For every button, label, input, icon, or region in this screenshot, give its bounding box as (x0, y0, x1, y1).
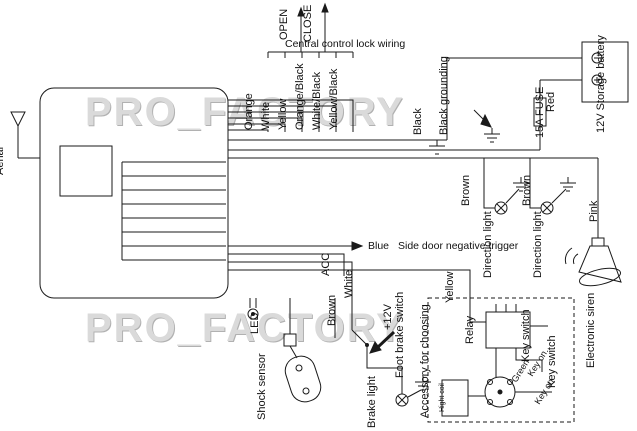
label-side-door-text: Side door negative trigger (398, 240, 519, 252)
label-black-grounding: Black grounding (438, 56, 450, 135)
ignition-switch-icon (484, 376, 552, 408)
label-central-lock: Central control lock wiring (285, 38, 406, 50)
label-wire-orange: Orange (243, 93, 255, 130)
power-wires (228, 57, 598, 159)
label-aerial: Aerial (0, 146, 6, 175)
label-direction-light-right: Direction light (532, 211, 544, 278)
battery-symbol (581, 41, 629, 103)
direction-light-left-icon (483, 158, 520, 215)
label-relay: Relay (464, 315, 476, 344)
brake-light-icon (395, 389, 422, 407)
label-close: CLOSE (302, 4, 314, 42)
label-side-door-color: Blue (368, 240, 390, 252)
main-unit-outline (39, 87, 229, 299)
label-wire-yellow: Yellow (277, 98, 289, 130)
label-hight-coil: Hight coil (439, 383, 446, 412)
label-wire-yellow-black: Yellow/Black (328, 68, 340, 130)
label-shock-sensor: Shock sensor (256, 353, 268, 420)
fuse-symbol (533, 97, 547, 127)
plus12v-arrow-icon (369, 330, 396, 354)
relay-icon (485, 304, 548, 377)
label-plus-12v: +12V (382, 304, 394, 330)
antenna-icon (10, 111, 40, 159)
direction-light-right-icon (529, 158, 567, 215)
label-wire-white-acc: White (343, 269, 355, 298)
label-wire-red: Red (545, 91, 557, 112)
label-wire-yellow-accessory: Yellow (444, 271, 456, 303)
label-wire-white-black: White/Black (311, 71, 323, 130)
label-battery: 12V Storage battery (595, 35, 607, 133)
acc-white-yellow-brown-wires (228, 253, 486, 338)
watermark-bottom: PRO_FACTORY (85, 306, 405, 350)
label-wire-brown-bottom: Brown (326, 294, 338, 326)
label-brown-right: Brown (521, 174, 533, 206)
label-led: LED (249, 312, 261, 334)
label-wire-black: Black (412, 108, 424, 135)
grounding-arrow-icon (473, 109, 492, 128)
label-electronic-siren: Electronic siren (585, 292, 597, 368)
label-foot-brake-switch: Foot brake switch (394, 291, 406, 378)
label-accessory: Accessory for choosing (419, 304, 431, 418)
hight-coil-box (441, 379, 485, 417)
shock-sensor-icon (283, 298, 322, 403)
side-door-wire (228, 241, 364, 251)
siren-icon (564, 158, 622, 287)
accessory-box (427, 297, 575, 423)
label-wire-white: White (260, 101, 272, 130)
foot-brake-switch-icon (351, 329, 403, 394)
label-acc: ACC (320, 252, 332, 276)
led-icon (247, 298, 259, 320)
central-lock-wires (228, 2, 354, 132)
label-brake-light: Brake light (366, 376, 378, 428)
label-wire-orange-black: Orange/Black (294, 63, 306, 130)
label-key-switch-top: Key switch (520, 309, 532, 362)
label-open: OPEN (278, 8, 290, 40)
label-wire-pink: Pink (588, 200, 600, 222)
label-brown-left: Brown (460, 174, 472, 206)
